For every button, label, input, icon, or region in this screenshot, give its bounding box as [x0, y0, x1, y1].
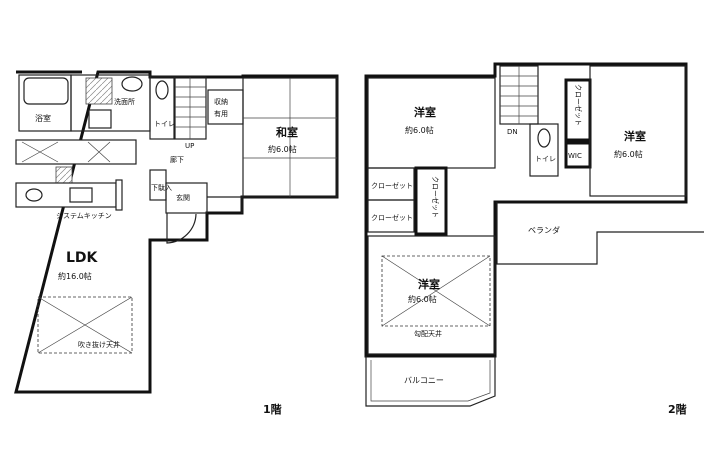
- kitchen-label: システムキッチン: [56, 212, 112, 220]
- balcony-label: バルコニー: [404, 376, 444, 385]
- wic-label: WIC: [568, 152, 582, 160]
- floor1-label: 1階: [263, 402, 282, 416]
- storage-label-1: 収納: [214, 97, 228, 106]
- floor2-outer-wall: [364, 62, 688, 358]
- toilet-bowl-2f: [537, 128, 551, 148]
- bathtub: [23, 77, 69, 105]
- kitchen-cabinets: [21, 141, 111, 163]
- room-nw: [367, 77, 496, 169]
- wic: [564, 141, 592, 169]
- up-label: UP: [185, 142, 194, 150]
- ldk-label: LDK: [66, 250, 99, 266]
- tatami-lines: [243, 78, 337, 197]
- closet-b-label: クローゼット: [371, 213, 413, 222]
- room-east-area: 約6.0帖: [614, 149, 643, 159]
- hallway-label: 廊下: [170, 155, 184, 164]
- closet-east: [564, 78, 592, 142]
- closet-east-label: クローゼット: [574, 84, 583, 126]
- floor-2: 洋室 約6.0帖 クローゼット クローゼット クローゼット DN トイレ クロー…: [364, 62, 704, 416]
- storage-label-2: 有用: [214, 109, 228, 118]
- stair-treads-1f: [175, 77, 206, 139]
- room-nw-label: 洋室: [414, 105, 436, 119]
- balcony-inner: [370, 360, 491, 402]
- wash-basin: [121, 76, 143, 92]
- floor1-outer-wall: [14, 70, 339, 394]
- ldk-ceiling-note: 吹き抜け天井: [78, 340, 120, 349]
- genkan-label: 玄関: [176, 193, 190, 202]
- room-east-label: 洋室: [624, 129, 646, 143]
- shoebox-label: 下駄入: [151, 183, 172, 192]
- fridge-space: [115, 179, 123, 211]
- stair-treads-2f: [500, 66, 538, 124]
- dn-label: DN: [507, 128, 518, 136]
- ldk-atrium: [37, 296, 133, 354]
- room-south-area: 約6.0帖: [408, 294, 437, 304]
- room-south: [367, 235, 496, 355]
- toilet-label-2f: トイレ: [535, 155, 556, 163]
- kitchen-sink: [69, 187, 93, 203]
- toilet-label-1f: トイレ: [154, 120, 175, 128]
- entrance-door: [166, 213, 197, 244]
- closet-center: [414, 166, 448, 236]
- washroom-label: 洗面所: [114, 97, 135, 106]
- room-east: [589, 65, 687, 197]
- room-south-label: 洋室: [418, 277, 440, 291]
- veranda-label: ベランダ: [528, 225, 560, 235]
- washitsu-label: 和室: [276, 125, 298, 139]
- closet-a-label: クローゼット: [371, 181, 413, 190]
- dishwasher: [25, 188, 43, 202]
- room-south-ceiling-cross: [381, 255, 491, 327]
- veranda-outline: [496, 202, 704, 265]
- storage-room: [207, 89, 244, 125]
- stove: [55, 166, 73, 184]
- balcony-outline: [365, 356, 496, 407]
- ldk-atrium-cross: [37, 296, 133, 354]
- floor-1: 浴室 洗面所 トイレ UP 収納 有用 和室 約6.0帖 廊下 下駄入 玄関: [14, 70, 339, 416]
- room-nw-area: 約6.0帖: [405, 125, 434, 135]
- genkan-step: [207, 196, 243, 213]
- toilet-room-2f: [529, 123, 559, 177]
- genkan-area: [165, 182, 208, 214]
- washroom-mat: [85, 77, 113, 105]
- toilet-room-1f: [149, 76, 175, 140]
- room-south-ceiling: [381, 255, 491, 327]
- stairs-1f: [174, 76, 207, 140]
- ldk-area: 約16.0帖: [58, 271, 92, 281]
- washing-machine: [88, 109, 112, 129]
- washitsu-area: 約6.0帖: [268, 144, 297, 154]
- floor2-label: 2階: [668, 402, 687, 416]
- toilet-bowl-1f: [155, 80, 169, 100]
- bath-label: 浴室: [35, 113, 51, 123]
- closet-b: [367, 199, 415, 233]
- room-south-ceiling-note: 勾配天井: [414, 329, 442, 338]
- closet-center-label: クローゼット: [431, 176, 440, 218]
- kitchen-upper-counter: [15, 139, 137, 165]
